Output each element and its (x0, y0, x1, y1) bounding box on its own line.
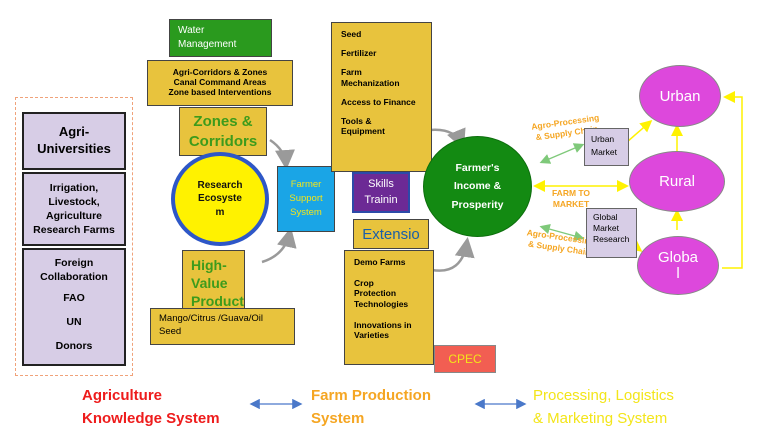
processing-logistics-label: Processing, Logistics & Marketing System (533, 387, 674, 428)
crop-protection-item: Crop Protection Technologies (354, 277, 409, 309)
un-label: UN (66, 316, 82, 329)
farmer-support-system-box: Farmer Support System (277, 166, 335, 232)
agri-universities-box: Agri- Universities (22, 112, 126, 170)
zones-corridors-box: Zones & Corridors (179, 107, 267, 156)
arrow-extension-to-income (431, 237, 475, 272)
inputs-list-box: Seed Fertilizer Farm Mechanization Acces… (331, 22, 432, 172)
agri-corridors-box: Agri-Corridors & Zones Canal Command Are… (147, 60, 293, 106)
canal-command-line: Canal Command Areas (173, 77, 267, 88)
high-value-label: High- Value Product (191, 257, 244, 310)
foreign-collab-box: Foreign Collaboration FAO UN Donors (22, 248, 126, 366)
global-market-box: Global Market Research (586, 208, 637, 258)
urban-circle: Urban (639, 65, 721, 127)
fertilizer-item: Fertilizer (341, 48, 377, 59)
global-circle: Globa l (637, 236, 719, 295)
high-value-product-box: High- Value Product (182, 250, 245, 310)
donors-label: Donors (55, 340, 93, 353)
arrow-green-bottom (539, 224, 585, 241)
arrow-green-top (539, 143, 585, 164)
foreign-collaboration-label: Foreign Collaboration (40, 257, 108, 284)
agriculture-knowledge-system-label: Agriculture Knowledge System (82, 387, 220, 428)
cpec-box: CPEC (434, 345, 496, 373)
zone-interventions-line: Zone based Interventions (168, 86, 272, 97)
arrow-outer-loop (722, 91, 743, 269)
extension-list-box: Demo Farms Crop Protection Technologies … (344, 250, 434, 365)
seed-item: Seed (341, 29, 362, 39)
demo-farms-item: Demo Farms (354, 257, 406, 267)
extension-box: Extensio (353, 219, 429, 249)
farmer-income-circle: Farmer's Income & Prosperity (423, 136, 532, 237)
research-ecosystem-circle: Research Ecosyste m (171, 152, 269, 246)
access-to-finance-item: Access to Finance (341, 96, 416, 107)
urban-market-box: Urban Market (584, 128, 629, 166)
irrigation-livestock-box: Irrigation, Livestock, Agriculture Resea… (22, 172, 126, 246)
water-management-box: Water Management (169, 19, 272, 57)
arrow-highvalue-to-farmer (261, 227, 297, 264)
arrow-market-to-urban (626, 120, 653, 143)
innovations-item: Innovations in Varieties (354, 319, 412, 341)
mango-citrus-box: Mango/Citrus /Guava/Oil Seed (150, 308, 295, 345)
knowledge-panel (15, 97, 133, 376)
rural-circle: Rural (629, 151, 725, 212)
arrow-zones-to-farmer (269, 138, 295, 170)
farm-production-system-label: Farm Production System (311, 387, 432, 428)
fao-label: FAO (63, 292, 85, 305)
farm-mechanization-item: Farm Mechanization (341, 67, 400, 88)
skills-training-box: Skills Trainin (352, 172, 410, 213)
tools-equipment-item: Tools & Equipment (341, 115, 385, 137)
agri-corridors-line: Agri-Corridors & Zones (172, 67, 268, 78)
farm-to-market-label: FARM TO MARKET (551, 188, 591, 209)
